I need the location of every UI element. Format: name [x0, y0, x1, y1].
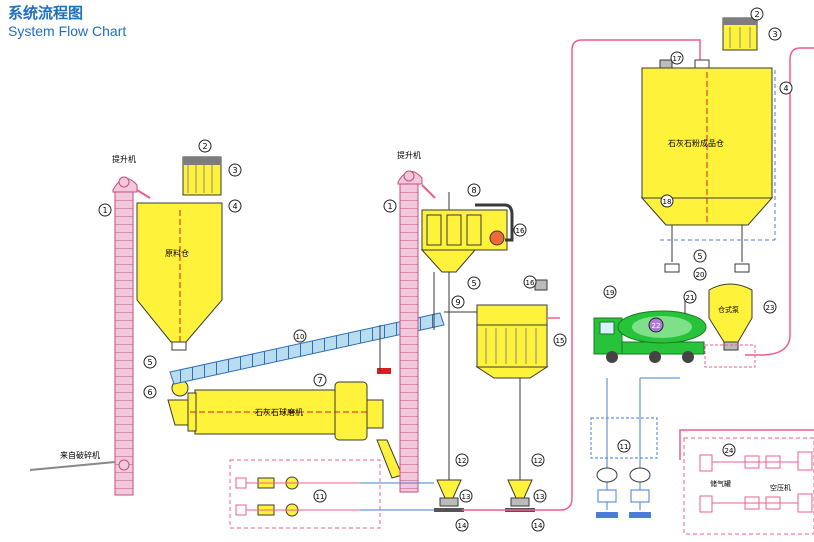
svg-text:14: 14 — [534, 522, 543, 530]
svg-text:4: 4 — [783, 84, 788, 93]
svg-text:18: 18 — [663, 198, 672, 206]
svg-text:7: 7 — [317, 376, 322, 385]
svg-text:13: 13 — [536, 493, 545, 501]
rotary-valve-right — [505, 479, 535, 512]
callout-13-left: 13 — [459, 489, 473, 503]
callout-23: 23 — [763, 300, 777, 314]
diagram-header: 系统流程图 System Flow Chart — [8, 4, 126, 40]
callout-19: 19 — [603, 285, 617, 299]
callout-3-left: 3 — [228, 163, 242, 177]
callout-11-right: 11 — [617, 439, 631, 453]
diagram-title-en: System Flow Chart — [8, 23, 127, 39]
svg-text:5: 5 — [147, 358, 152, 367]
callout-9: 9 — [451, 295, 465, 309]
callout-3-right: 3 — [768, 27, 782, 41]
callout-18: 18 — [660, 194, 674, 208]
callout-1-middle: 1 — [383, 199, 397, 213]
callout-2-left: 2 — [198, 139, 212, 153]
svg-text:14: 14 — [458, 522, 467, 530]
svg-text:3: 3 — [232, 166, 237, 175]
callout-16-top: 16 — [513, 223, 527, 237]
callout-21: 21 — [683, 290, 697, 304]
svg-text:23: 23 — [766, 304, 775, 312]
product-silo-label: 石灰石粉成品仓 — [668, 138, 724, 148]
svg-text:24: 24 — [725, 447, 734, 455]
bin-pump — [704, 283, 756, 368]
mill-label: 石灰石球磨机 — [255, 407, 303, 417]
callout-20: 20 — [693, 267, 707, 281]
powder-separator — [420, 192, 514, 480]
callout-12-right: 12 — [531, 453, 545, 467]
callout-10: 10 — [293, 329, 307, 343]
bin-pump-label: 仓式泵 — [718, 305, 739, 314]
svg-text:6: 6 — [147, 388, 152, 397]
svg-text:22: 22 — [652, 322, 661, 330]
callout-11-left: 11 — [313, 489, 327, 503]
crusher-feed-label: 来自破碎机 — [60, 450, 100, 460]
svg-text:2: 2 — [754, 10, 759, 19]
svg-text:19: 19 — [606, 289, 615, 297]
svg-text:5: 5 — [471, 279, 476, 288]
diagram-title-cn: 系统流程图 — [8, 4, 84, 22]
callout-13-right: 13 — [533, 489, 547, 503]
svg-text:9: 9 — [455, 298, 460, 307]
bag-filter — [444, 279, 549, 480]
raw-material-silo — [136, 156, 223, 351]
svg-text:4: 4 — [232, 202, 237, 211]
bucket-elevator-left — [29, 176, 151, 496]
callout-24: 24 — [722, 443, 736, 457]
raw-silo-label: 原料仓 — [165, 248, 189, 258]
svg-text:21: 21 — [686, 294, 695, 302]
callout-8: 8 — [467, 183, 481, 197]
svg-text:17: 17 — [673, 55, 682, 63]
svg-text:20: 20 — [696, 271, 705, 279]
callout-4-left: 4 — [228, 199, 242, 213]
callout-12-left: 12 — [455, 453, 469, 467]
callout-2-right: 2 — [750, 7, 764, 21]
svg-text:12: 12 — [534, 457, 543, 465]
callout-17: 17 — [670, 51, 684, 65]
svg-text:15: 15 — [556, 337, 565, 345]
svg-text:12: 12 — [458, 457, 467, 465]
svg-text:11: 11 — [620, 443, 629, 451]
compressor-label: 空压机 — [770, 483, 791, 492]
screw-conveyor — [169, 312, 445, 385]
air-compressor-station — [683, 437, 814, 535]
svg-text:1: 1 — [387, 202, 392, 211]
callout-7: 7 — [313, 373, 327, 387]
svg-text:2: 2 — [202, 142, 207, 151]
callout-1-left: 1 — [98, 203, 112, 217]
svg-text:13: 13 — [462, 493, 471, 501]
air-supply-unit-left — [229, 459, 434, 529]
callout-14-left: 14 — [455, 518, 469, 532]
air-supply-unit-right — [590, 377, 680, 518]
elevator-middle-label: 提升机 — [397, 150, 421, 160]
svg-text:11: 11 — [316, 493, 325, 501]
finished-product-silo — [640, 17, 776, 273]
svg-text:5: 5 — [697, 252, 702, 261]
callout-22: 22 — [648, 317, 664, 333]
limestone-ball-mill — [167, 368, 403, 479]
svg-text:16: 16 — [526, 279, 535, 287]
callout-6: 6 — [143, 385, 157, 399]
callout-5-middle: 5 — [467, 276, 481, 290]
gas-tank-label: 储气罐 — [710, 479, 731, 488]
callout-5-right: 5 — [693, 249, 707, 263]
callout-5-left: 5 — [143, 355, 157, 369]
rotary-valve-left — [434, 479, 464, 512]
callout-15: 15 — [553, 333, 567, 347]
pneumatic-pipeline — [462, 39, 814, 511]
elevator-left-label: 提升机 — [112, 154, 136, 164]
svg-text:8: 8 — [471, 186, 476, 195]
svg-text:1: 1 — [102, 206, 107, 215]
bulk-cement-truck — [593, 298, 707, 363]
callout-14-right: 14 — [531, 518, 545, 532]
callout-4-right: 4 — [779, 81, 793, 95]
svg-text:3: 3 — [772, 30, 777, 39]
svg-text:16: 16 — [516, 227, 525, 235]
svg-text:10: 10 — [296, 333, 305, 341]
callout-16-fan: 16 — [523, 275, 537, 289]
bucket-elevator-middle — [397, 170, 436, 493]
